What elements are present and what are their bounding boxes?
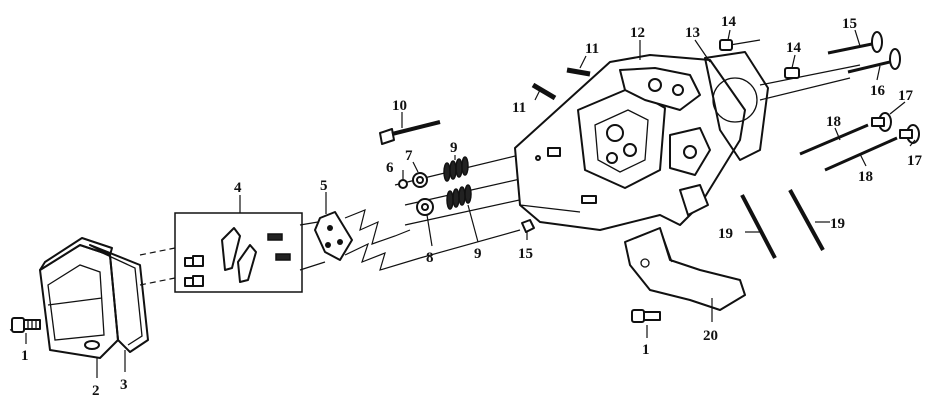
callout-16: 16 [870, 83, 886, 99]
callout-11-lower: 11 [512, 100, 526, 116]
callout-9-lower: 9 [474, 246, 482, 262]
callout-9-upper: 9 [450, 140, 458, 156]
tappets [871, 112, 920, 144]
callout-19-left: 19 [718, 226, 733, 242]
callout-1-left: 1 [21, 348, 29, 364]
callout-20: 20 [703, 328, 718, 344]
cylinder-head-part [514, 54, 746, 231]
callout-19-right: 19 [830, 216, 845, 232]
callout-11-upper: 11 [585, 41, 599, 57]
cover-gasket-part [89, 244, 149, 353]
valve-retainers [398, 172, 434, 216]
callout-15-lower: 15 [518, 246, 533, 262]
long-studs [740, 189, 825, 259]
valve-springs [443, 156, 472, 210]
callout-14-upper: 14 [721, 14, 737, 30]
callout-6: 6 [386, 160, 394, 176]
callout-1-lower: 1 [642, 342, 650, 358]
valve-cover-part [39, 237, 119, 359]
rocker-plate-part [314, 211, 353, 261]
callout-17-upper: 17 [898, 88, 914, 104]
nut-part [521, 219, 535, 233]
callout-2: 2 [92, 383, 100, 399]
callout-15-upper: 15 [842, 16, 857, 32]
bracket-part [624, 227, 746, 311]
callout-8: 8 [426, 250, 434, 266]
callout-labels: 1 2 3 4 5 6 7 8 9 9 10 11 11 12 13 14 14… [21, 14, 923, 399]
stud-parts [531, 67, 591, 101]
valves [827, 31, 901, 74]
callout-10: 10 [392, 98, 407, 114]
callout-7: 7 [405, 148, 413, 164]
push-rods [799, 123, 898, 172]
callout-3: 3 [120, 377, 128, 393]
bolt-part [11, 317, 41, 333]
lower-bolt-part [631, 309, 661, 323]
rocker-arm-kit [174, 212, 303, 293]
long-bolt-part [379, 120, 441, 145]
callout-4: 4 [234, 180, 242, 196]
callout-17-lower: 17 [907, 153, 923, 169]
callout-5: 5 [320, 178, 328, 194]
callout-14-lower: 14 [786, 40, 802, 56]
callout-12: 12 [630, 25, 645, 41]
callout-18-upper: 18 [826, 114, 841, 130]
callout-18-lower: 18 [858, 169, 873, 185]
head-gasket-part [704, 51, 769, 161]
callout-leaders [25, 29, 916, 378]
callout-13: 13 [685, 25, 700, 41]
